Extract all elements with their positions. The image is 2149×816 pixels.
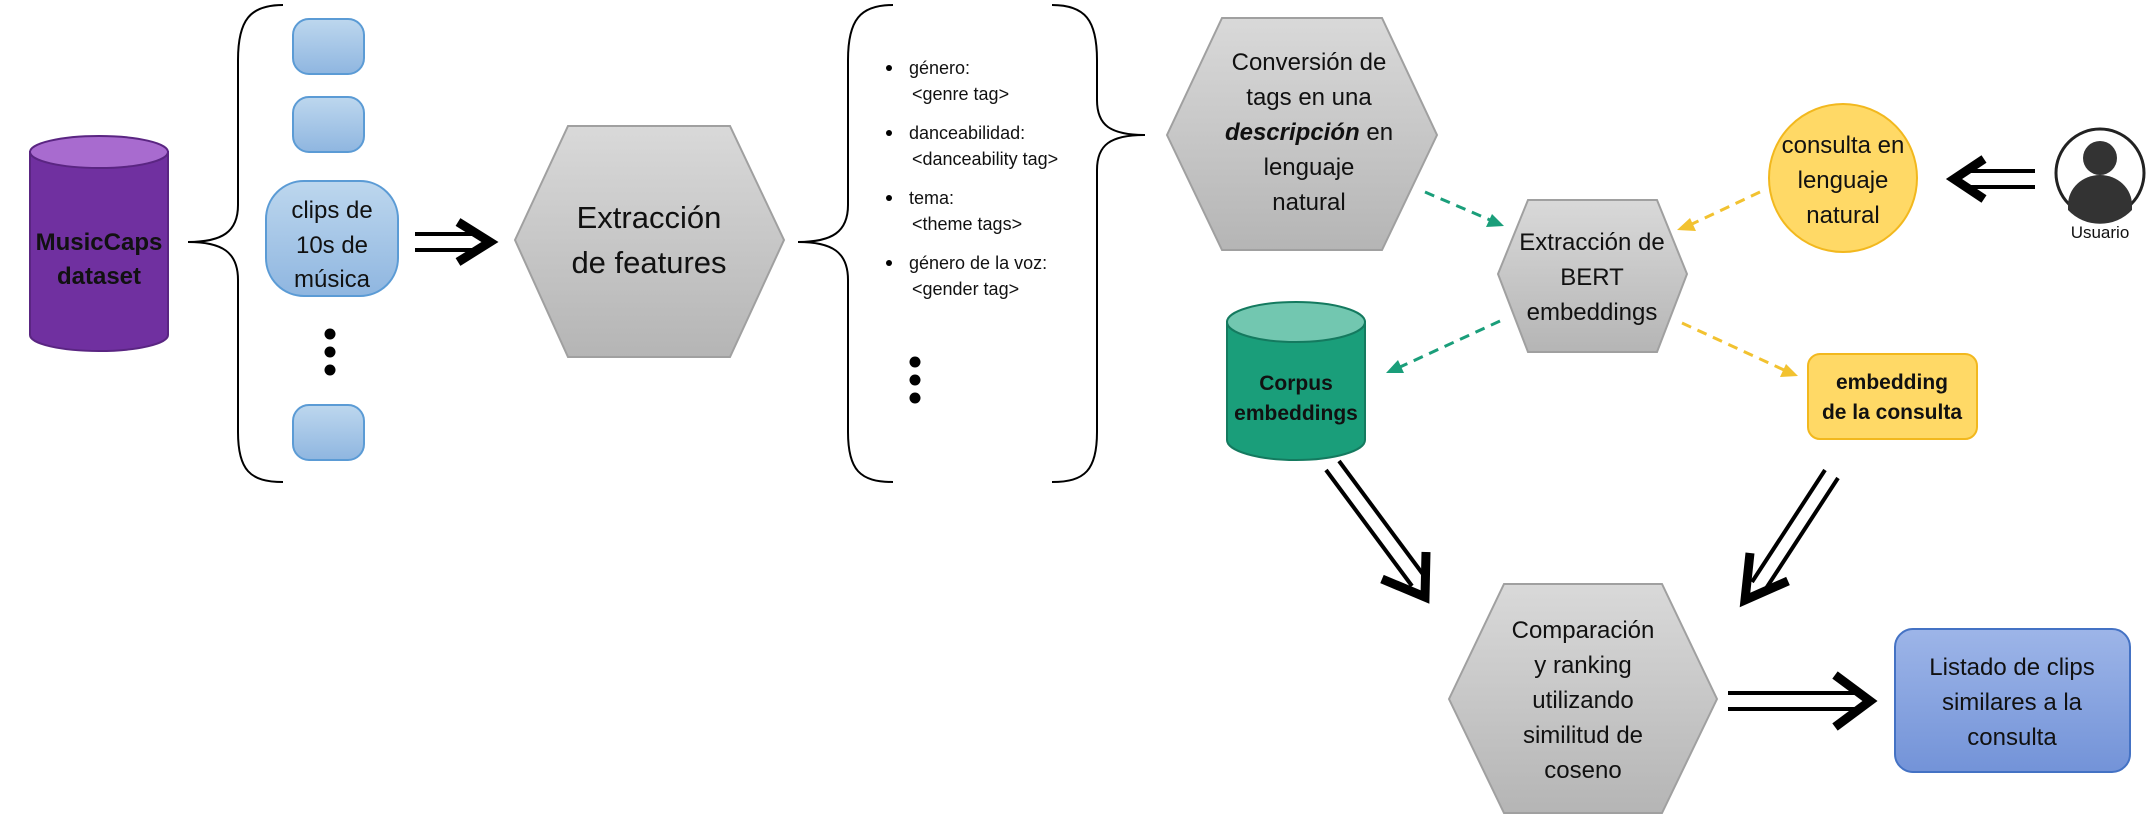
tags-left-brace (797, 4, 894, 483)
listado-line3: consulta (1967, 724, 2057, 751)
conversion-hexagon: Conversión de tags en una descripción en… (1165, 17, 1439, 251)
bert-line1: Extracción de (1519, 229, 1664, 256)
user-icon (2054, 127, 2146, 224)
bullet-icon (886, 260, 892, 266)
dashed-arrow-consulta-to-bert (1677, 190, 1761, 231)
comparacion-line5: coseno (1544, 757, 1621, 784)
clip-box-last (292, 404, 365, 461)
musiccaps-label-line1: MusicCaps (36, 229, 163, 256)
tag-3-value: <theme tags> (912, 214, 1022, 234)
clip-box-2 (292, 96, 365, 153)
bert-line3: embeddings (1527, 299, 1658, 326)
listado-line2: similares a la (1942, 689, 2083, 716)
arrow-comparacion-to-listado (1728, 671, 1878, 731)
comparacion-line2: y ranking (1534, 652, 1631, 679)
vertical-ellipsis-clips (324, 328, 336, 376)
conversion-line1: Conversión de (1232, 49, 1387, 76)
conversion-line5: natural (1272, 189, 1345, 216)
bullet-icon (886, 195, 892, 201)
corpus-line1: Corpus (1259, 372, 1333, 395)
tag-3-title: tema: (909, 188, 954, 208)
bullet-icon (886, 65, 892, 71)
consulta-line1: consulta en (1782, 132, 1905, 159)
bert-embeddings-hexagon: Extracción de BERT embeddings (1496, 199, 1689, 353)
consulta-line3: natural (1806, 202, 1879, 229)
arrow-clips-to-extraction (415, 218, 499, 266)
usuario-label: Usuario (2071, 223, 2130, 242)
musiccaps-dataset-cylinder: MusicCaps dataset (29, 135, 169, 352)
listado-line1: Listado de clips (1929, 654, 2094, 681)
corpus-embeddings-cylinder: Corpus embeddings (1226, 301, 1366, 461)
embedding-consulta-line2: de la consulta (1822, 401, 1962, 424)
clip-box-1 (292, 18, 365, 75)
tag-1-value: <genre tag> (912, 84, 1009, 104)
dashed-arrow-bert-to-embedding (1681, 321, 1798, 377)
bert-line2: BERT (1560, 264, 1624, 291)
clips-label-line3: música (294, 266, 371, 293)
tag-4-value: <gender tag> (912, 279, 1019, 299)
clips-label-line1: clips de (291, 197, 372, 224)
tag-2-value: <danceability tag> (912, 149, 1058, 169)
comparacion-line1: Comparación (1512, 617, 1655, 644)
dashed-arrow-conversion-to-bert (1424, 190, 1504, 227)
corpus-line2: embeddings (1234, 402, 1358, 425)
comparacion-hexagon: Comparación y ranking utilizando similit… (1447, 583, 1719, 814)
vertical-ellipsis-tags (909, 356, 921, 404)
tag-4-title: género de la voz: (909, 253, 1047, 273)
comparacion-line4: similitud de (1523, 722, 1643, 749)
embedding-consulta-line1: embedding (1836, 371, 1948, 394)
conversion-line4: lenguaje (1264, 154, 1355, 181)
tag-2-title: danceabilidad: (909, 123, 1025, 143)
arrow-embedding-to-comparacion (1739, 468, 1840, 608)
conversion-emphasis: descripción (1225, 119, 1360, 146)
tag-1-title: género: (909, 58, 970, 78)
bullet-icon (886, 130, 892, 136)
extraccion-features-line2: de features (571, 245, 726, 280)
extraccion-features-line1: Extracción (577, 200, 722, 235)
arrow-usuario-to-consulta (1945, 155, 2035, 203)
embedding-consulta-box: embedding de la consulta (1807, 353, 1978, 440)
listado-clips-box: Listado de clips similares a la consulta (1894, 628, 2131, 773)
dashed-arrow-bert-to-corpus (1386, 319, 1501, 373)
left-brace (187, 4, 284, 483)
conversion-line2: tags en una (1246, 84, 1372, 111)
consulta-line2: lenguaje (1798, 167, 1889, 194)
tag-list: género: <genre tag> danceabilidad: <danc… (886, 58, 1058, 299)
arrow-corpus-to-comparacion (1324, 459, 1431, 604)
tags-right-brace (1051, 4, 1146, 483)
extraccion-features-hexagon: Extracción de features (513, 125, 786, 358)
musiccaps-label-line2: dataset (57, 263, 141, 290)
clips-label-line2: 10s de (296, 232, 368, 259)
consulta-circle: consulta en lenguaje natural (1768, 103, 1918, 253)
conversion-line3: descripción en (1225, 119, 1393, 146)
comparacion-line3: utilizando (1532, 687, 1633, 714)
clip-box-main: clips de 10s de música (265, 180, 399, 297)
conversion-line3-rest: en (1360, 119, 1393, 146)
